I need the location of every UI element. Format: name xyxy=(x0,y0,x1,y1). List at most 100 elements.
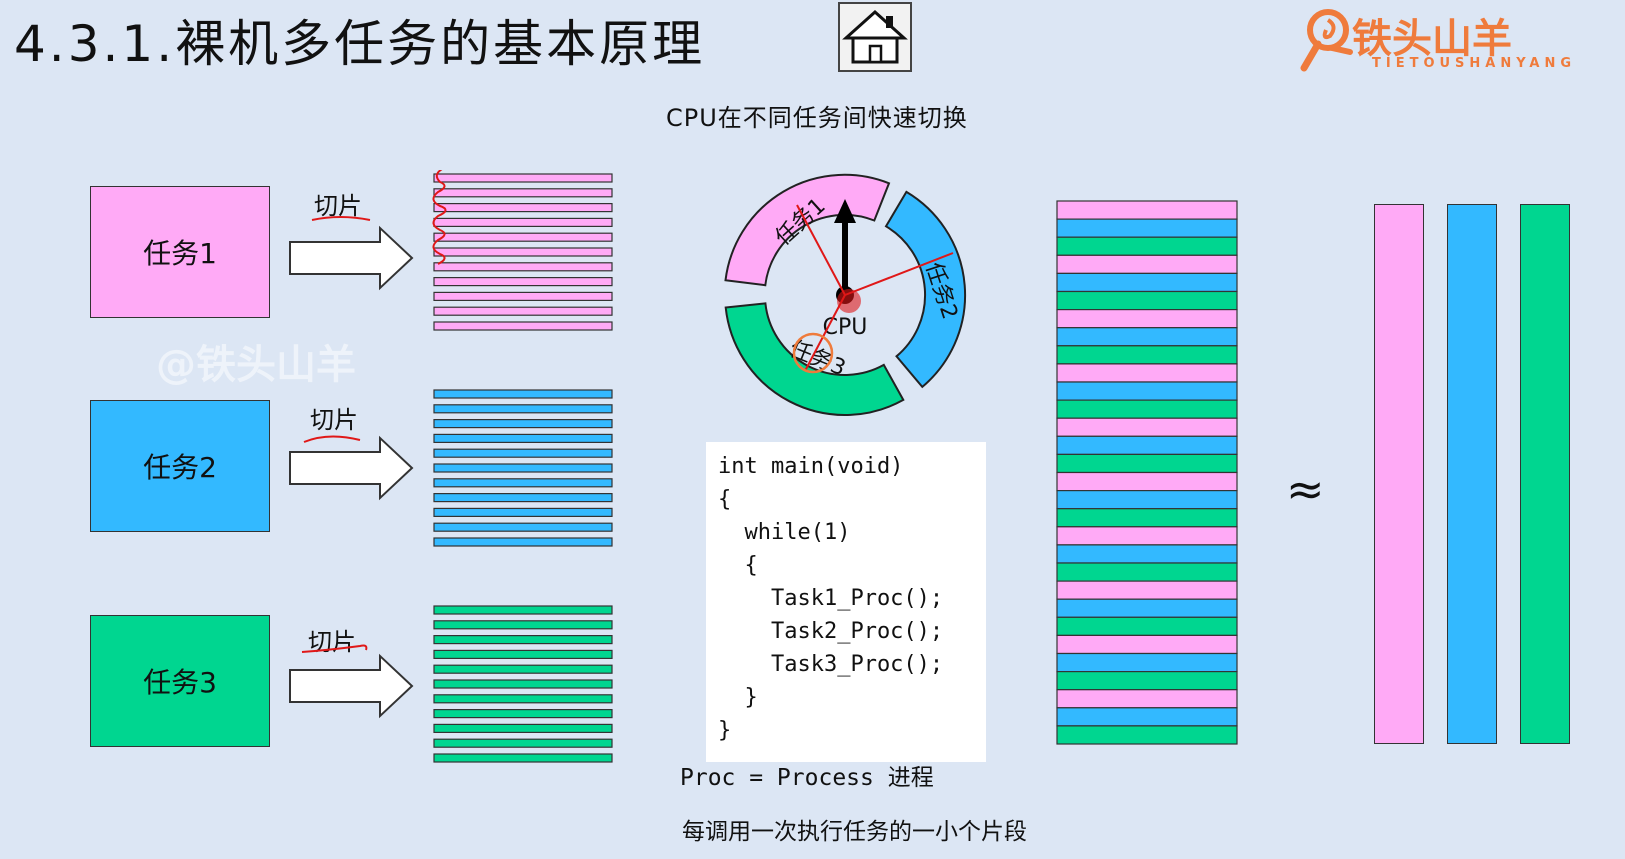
slice-strip xyxy=(433,321,613,331)
interleaved-strip xyxy=(1056,490,1238,510)
parallel-bar-task2 xyxy=(1447,204,1497,744)
slice-strip xyxy=(433,448,613,458)
slice-strip xyxy=(433,188,613,198)
arrows-layer xyxy=(289,216,414,719)
slice-strip xyxy=(433,291,613,302)
slice-strip xyxy=(433,753,613,763)
cpu-label: CPU xyxy=(823,315,868,340)
interleaved-strip xyxy=(1056,598,1238,618)
interleaved-strip xyxy=(1056,671,1238,691)
logo-text: 铁头山羊 xyxy=(1352,16,1512,62)
code-block: int main(void) { while(1) { Task1_Proc()… xyxy=(718,454,944,743)
interleaved-strip xyxy=(1056,471,1238,492)
slice-strip xyxy=(433,620,613,630)
slice-strip xyxy=(433,463,613,473)
interleaved-strip xyxy=(1056,435,1238,456)
arrow-1 xyxy=(289,225,414,291)
parallel-bar-task1 xyxy=(1374,204,1424,744)
interleaved-strip xyxy=(1056,327,1238,347)
slice-strip xyxy=(433,723,613,734)
slice-strip xyxy=(433,649,613,659)
slice-strip xyxy=(433,433,613,443)
interleaved-strip xyxy=(1056,689,1238,709)
page-title: 4.3.1.裸机多任务的基本原理 xyxy=(14,15,706,73)
proc-note: Proc = Process 进程 xyxy=(680,765,934,791)
slice-strip xyxy=(433,708,613,719)
slice-strip xyxy=(433,389,613,399)
clock-hand-tip xyxy=(834,199,856,223)
cpu-wheel: 任务1 任务2 任务3 CPU xyxy=(724,173,967,416)
logo-goat-icon xyxy=(1300,9,1353,72)
diagram-subtitle: CPU在不同任务间快速切换 xyxy=(666,104,968,132)
slice-strip xyxy=(433,694,613,704)
task3-box: 任务3 xyxy=(90,615,270,747)
slice-stacks xyxy=(432,170,613,763)
interleaved-strip xyxy=(1056,363,1238,383)
interleaved-strip xyxy=(1056,218,1238,238)
interleaved-strip xyxy=(1056,272,1238,293)
interleaved-strip xyxy=(1056,345,1238,365)
logo-subtext: TIETOUSHANYANG xyxy=(1372,56,1577,71)
slice-strip xyxy=(433,419,613,429)
interleaved-strip xyxy=(1056,290,1238,311)
loop-scribble xyxy=(432,170,447,265)
task1-slices xyxy=(433,173,613,331)
home-icon xyxy=(842,9,908,64)
slice-strip xyxy=(433,173,613,183)
slice-strip xyxy=(433,605,613,615)
home-button[interactable] xyxy=(838,2,912,72)
interleaved-strip xyxy=(1056,544,1238,564)
slice-strip xyxy=(433,738,613,748)
task2-slices xyxy=(433,389,613,547)
underline-3 xyxy=(301,644,368,653)
underline-1 xyxy=(311,216,371,221)
slice-strip xyxy=(433,664,613,674)
slice-strip xyxy=(433,478,613,488)
interleaved-strip xyxy=(1056,580,1238,600)
slice-strip xyxy=(433,217,613,228)
wheel-segment-task3 xyxy=(724,302,905,416)
interleaved-strip xyxy=(1056,308,1238,329)
arrow-2 xyxy=(289,435,414,501)
interleaved-strip xyxy=(1056,200,1238,220)
slice-strip xyxy=(433,202,613,213)
interleaved-strip xyxy=(1056,254,1238,274)
interleaved-strip xyxy=(1056,508,1238,528)
slice-strip xyxy=(433,276,613,287)
slice-strip xyxy=(433,262,613,272)
parallel-bar-task3 xyxy=(1520,204,1570,744)
slice-strip xyxy=(433,493,613,503)
task1-box: 任务1 xyxy=(90,186,270,318)
interleaved-strip xyxy=(1056,236,1238,256)
code-panel: int main(void) { while(1) { Task1_Proc()… xyxy=(706,442,986,762)
interleaved-strip xyxy=(1056,652,1238,673)
watermark: @铁头山羊 xyxy=(156,342,356,388)
interleaved-strip xyxy=(1056,381,1238,401)
task3-slices xyxy=(433,605,613,763)
interleaved-strip xyxy=(1056,634,1238,655)
slice-label-1: 切片 xyxy=(314,192,362,220)
interleaved-strip xyxy=(1056,616,1238,636)
interleaved-strip xyxy=(1056,453,1238,474)
slice-strip xyxy=(433,247,613,257)
call-note: 每调用一次执行任务的一小个片段 xyxy=(682,819,1027,845)
slice-label-2: 切片 xyxy=(310,406,358,434)
slice-strip xyxy=(433,232,613,242)
interleaved-strip xyxy=(1056,707,1238,727)
interleaved-strip xyxy=(1056,562,1238,582)
wheel-segment-task2 xyxy=(884,190,967,389)
task2-box: 任务2 xyxy=(90,400,270,532)
slice-strip xyxy=(433,537,613,547)
slice-strip xyxy=(433,306,613,316)
interleaved-strip xyxy=(1056,399,1238,419)
interleaved-strip xyxy=(1056,526,1238,546)
slice-strip xyxy=(433,507,613,517)
interleaved-column xyxy=(1056,200,1238,745)
wheel-segment-task1 xyxy=(724,173,891,287)
interleaved-strip xyxy=(1056,725,1238,745)
arrow-3 xyxy=(289,653,414,719)
slice-strip xyxy=(433,679,613,689)
approx-symbol: ≈ xyxy=(1286,462,1325,516)
slice-strip xyxy=(433,635,613,645)
underline-2 xyxy=(303,435,361,443)
